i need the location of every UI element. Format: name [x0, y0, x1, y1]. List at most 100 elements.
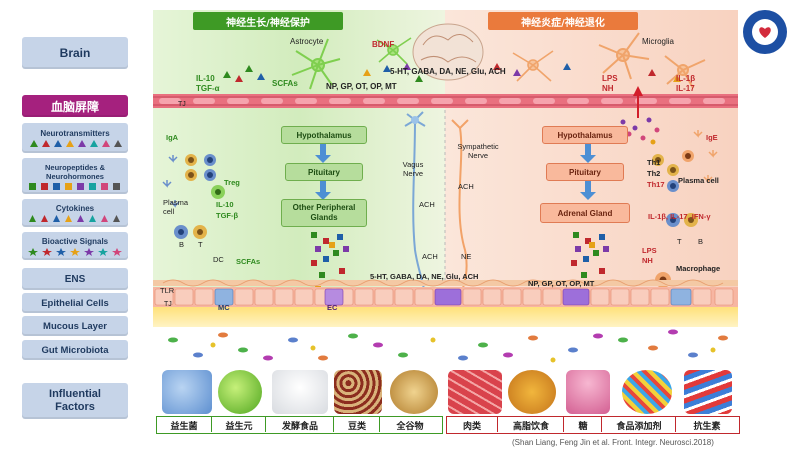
neurotransmitters-top-label: 5-HT, GABA, DA, NE, Glu, ACH [390, 67, 506, 76]
sidebar-neurotransmitters: Neurotransmitters [22, 123, 128, 153]
mc-cell [214, 288, 234, 306]
food-label-meat: 肉类 [447, 418, 497, 432]
diagram-canvas [153, 10, 738, 365]
tgfb-label: TGF-β [216, 211, 239, 220]
iga-label: IgA [166, 133, 179, 142]
food-additives-photo [622, 370, 672, 414]
ach-vagus-label: ACH [419, 200, 435, 209]
scfas-bottom-label: SCFAs [236, 257, 261, 266]
ec-cell-2 [434, 288, 462, 306]
bdnf-label: BDNF [372, 40, 395, 49]
gut-microbe-icons [168, 329, 728, 363]
hypothalamus-box-right: Hypothalamus [542, 126, 628, 144]
food-label-whole-grains: 全谷物 [381, 418, 439, 432]
header-neuroinflammation: 神经炎症/神经退化 [488, 12, 638, 30]
food-label-legumes: 豆类 [335, 418, 379, 432]
macrophage-label: Macrophage [676, 264, 721, 273]
mc-label: MC [218, 303, 230, 312]
sidebar-neuropeptides-label: Neuropeptides & Neurohormones [44, 162, 105, 181]
bbb-entry-arrow [633, 86, 643, 118]
legumes-photo [334, 370, 382, 414]
lps-bottom-label: LPS [642, 246, 657, 255]
bioactive-legend-icons [28, 247, 122, 256]
il10-top-label: IL-10 [196, 74, 215, 83]
ens-layer [153, 280, 738, 286]
b-cell-left-label: B [179, 240, 185, 249]
sidebar-ens: ENS [22, 268, 128, 290]
microglia-label: Microglia [642, 37, 675, 46]
scfas-top-label: SCFAs [272, 79, 298, 88]
il10-mid-label: IL-10 [216, 200, 234, 209]
nh-bottom-label: NH [642, 256, 653, 265]
tgfa-label: TGF-α [196, 84, 220, 93]
pituitary-box-right: Pituitary [546, 163, 624, 181]
antibiotics-photo [684, 370, 732, 414]
astrocyte-icon [291, 38, 341, 90]
nh-top-label: NH [602, 84, 614, 93]
microglia-icon [598, 32, 706, 89]
th1-label: Th1 [647, 158, 661, 167]
food-label-fermented: 发酵食品 [267, 418, 333, 432]
neuropeptide-legend-icons [29, 182, 120, 190]
header-neuroprotection: 神经生长/神经保护 [193, 12, 343, 30]
b-cell-right-label: B [698, 237, 704, 246]
th2-label: Th2 [647, 169, 661, 178]
sidebar-cytokines: Cytokines [22, 199, 128, 227]
sidebar-cytokines-label: Cytokines [55, 204, 95, 213]
ec-cell [324, 288, 344, 306]
astrocyte-label: Astrocyte [290, 37, 324, 46]
neuropeptides-bottom-label: NP, GP, OT, OP, MT [528, 279, 595, 288]
prebiotics-photo [218, 370, 262, 414]
sidebar-mucous: Mucous Layer [22, 316, 128, 336]
ne-bottom-label: NE [461, 252, 472, 261]
fermented-food-photo [272, 370, 328, 414]
vagus-nerve-icon [404, 111, 426, 296]
left-hpa-arrows [315, 143, 331, 200]
sidebar-microbiota: Gut Microbiota [22, 340, 128, 360]
bdnf-neuron-icon [376, 37, 412, 65]
ach-bottom-label: ACH [422, 252, 438, 261]
high-fat-food-photo [508, 370, 556, 414]
sidebar-blood-brain-barrier: 血脑屏障 [22, 95, 128, 117]
plasma-cell-left-label: Plasma cell [163, 198, 189, 216]
sidebar-neurotransmitters-label: Neurotransmitters [40, 128, 110, 138]
food-label-probiotics: 益生菌 [157, 418, 211, 432]
adrenal-gland-box: Adrenal Gland [540, 203, 630, 223]
microbiota-layer [153, 327, 738, 365]
lps-top-label: LPS [602, 74, 618, 83]
right-hpa-arrows [580, 143, 596, 200]
immune-cells-left [174, 154, 225, 239]
sidebar-neuropeptides: Neuropeptides & Neurohormones [22, 158, 128, 194]
ach-sympathetic-label: ACH [458, 182, 474, 191]
vagus-nerve-label: Vagus Nerve [402, 160, 424, 178]
neurotransmitter-legend-icons [30, 139, 122, 147]
treg-label: Treg [224, 178, 240, 187]
probiotics-photo [162, 370, 212, 414]
plasma-cell-right-label: Plasma cell [678, 176, 719, 185]
antibody-icons [162, 155, 180, 208]
sidebar-brain: Brain [22, 37, 128, 69]
mc-cell-right [670, 288, 692, 306]
cytokine-legend-icons [29, 215, 120, 222]
neuron-right-icon [512, 50, 554, 82]
ec-label: EC [327, 303, 338, 312]
sidebar-influential: Influential Factors [22, 383, 128, 419]
sidebar-bioactive-label: Bioactive Signals [41, 236, 109, 246]
sidebar-bioactive-signals: Bioactive Signals [22, 232, 128, 260]
t-cell-left-label: T [198, 240, 203, 249]
neuropeptides-top-label: NP, GP, OT, OP, MT [326, 82, 397, 91]
t-cell-right-label: T [677, 237, 682, 246]
food-label-antibiotics: 抗生素 [677, 418, 737, 432]
il-right-label: IL-1β, IL-17, IFN-γ [648, 212, 711, 221]
neurotransmitters-bottom-label: 5-HT, GABA, DA, NE, Glu, ACH [370, 272, 479, 281]
th17-label: Th17 [647, 180, 665, 189]
mucous-layer [153, 307, 738, 327]
sympathetic-nerve-label: Sympathetic Nerve [457, 142, 499, 160]
il1b-top-label: IL-1β [676, 74, 696, 83]
food-label-additives: 食品添加剂 [603, 418, 675, 432]
other-glands-box: Other Peripheral Glands [281, 199, 367, 227]
sidebar-epithelial: Epithelial Cells [22, 293, 128, 313]
institute-logo-icon [743, 10, 787, 54]
dc-label: DC [213, 255, 224, 264]
whole-grains-photo [390, 370, 438, 414]
